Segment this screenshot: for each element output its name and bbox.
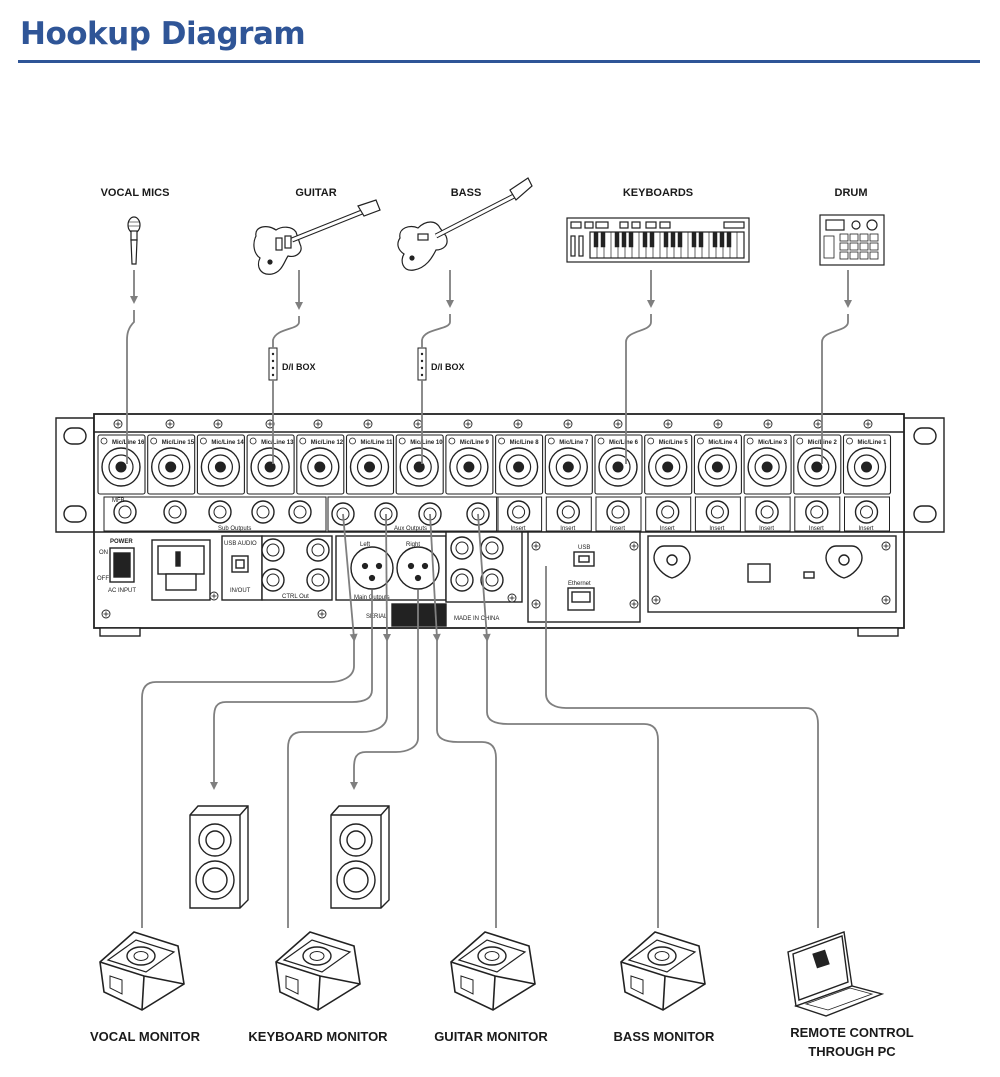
main-speaker-right-icon xyxy=(330,805,390,909)
cable-di-to-ch10 xyxy=(421,314,451,464)
off-label: OFF xyxy=(97,576,109,582)
dest-label-remote-control: REMOTE CONTROL xyxy=(790,1025,914,1040)
channel-label: Mic/Line 14 xyxy=(211,440,244,446)
title-rule xyxy=(18,60,980,63)
channel-label: Mic/Line 7 xyxy=(559,440,589,446)
cable-main-left-speaker xyxy=(210,590,373,790)
page-title: Hookup Diagram xyxy=(20,16,306,52)
insert-label: Insert xyxy=(809,526,824,532)
channel-label: Mic/Line 6 xyxy=(609,440,639,446)
keyboard-icon xyxy=(566,217,750,263)
laptop-icon xyxy=(787,931,885,1017)
main-speaker-left-icon xyxy=(189,805,249,909)
phones-label: MFB xyxy=(112,498,125,504)
channel-label: Mic/Line 11 xyxy=(361,440,394,446)
main-right-label: Right xyxy=(406,542,420,548)
source-label-drum: DRUM xyxy=(835,187,868,199)
floor-monitor-icon xyxy=(99,931,185,1011)
aux-outputs-label: Aux Outputs xyxy=(394,526,427,532)
insert-label: Insert xyxy=(610,526,625,532)
in-out-label: IN/OUT xyxy=(230,588,251,594)
di-box-label-bass: D/I BOX xyxy=(431,362,465,372)
dest-label-through-pc: THROUGH PC xyxy=(808,1044,896,1059)
cable-di-to-ch13 xyxy=(272,316,300,464)
channel-label: Mic/Line 10 xyxy=(410,440,443,446)
made-in-label: MADE IN CHINA xyxy=(454,616,499,622)
serial-label: SERIAL xyxy=(366,614,388,620)
main-left-label: Left xyxy=(360,542,370,548)
cable-guitar-monitor xyxy=(436,640,497,928)
usb-audio-label: USB AUDIO xyxy=(224,541,257,547)
source-label-keyboards: KEYBOARDS xyxy=(623,187,693,199)
insert-label: Insert xyxy=(859,526,874,532)
channel-label: Mic/Line 13 xyxy=(261,440,294,446)
channel-label: Mic/Line 4 xyxy=(708,440,738,446)
cable-bass-monitor xyxy=(486,640,659,928)
channel-label: Mic/Line 9 xyxy=(460,440,490,446)
mixer-rear-panel xyxy=(55,413,945,637)
cable-aux4-down xyxy=(342,513,358,642)
source-label-bass: BASS xyxy=(451,187,482,199)
cable-drum-to-ch2 xyxy=(821,314,849,464)
ctrl-out-label: CTRL Out xyxy=(282,594,309,600)
sub-outputs-label: Sub Outputs xyxy=(218,526,251,532)
di-box-guitar xyxy=(268,347,278,381)
cable-main-right-speaker xyxy=(350,590,419,790)
insert-label: Insert xyxy=(560,526,575,532)
channel-label: Mic/Line 15 xyxy=(162,440,195,446)
channel-label: Mic/Line 12 xyxy=(311,440,344,446)
channel-label: Mic/Line 1 xyxy=(858,440,888,446)
power-label: POWER xyxy=(110,539,133,545)
floor-monitor-icon xyxy=(275,931,361,1011)
dest-label-vocal-monitor: VOCAL MONITOR xyxy=(90,1029,201,1044)
cable-keyboards-to-ch6 xyxy=(625,314,652,464)
mixer-printed-labels: Mic/Line 16 Mic/Line 15 Mic/Line 14 Mic/Lin… xyxy=(97,440,887,622)
floor-monitor-icon xyxy=(620,931,706,1011)
cable-lines xyxy=(126,270,852,928)
di-box-label-guitar: D/I BOX xyxy=(282,362,316,372)
dest-label-keyboard-monitor: KEYBOARD MONITOR xyxy=(248,1029,388,1044)
di-box-bass xyxy=(417,347,427,381)
insert-label: Insert xyxy=(709,526,724,532)
channel-label: Mic/Line 3 xyxy=(758,440,788,446)
channel-label: Mic/Line 16 xyxy=(112,440,145,446)
source-label-vocal-mics: VOCAL MICS xyxy=(101,187,170,199)
on-label: ON xyxy=(99,550,108,556)
microphone-icon xyxy=(127,216,141,265)
cable-keyboard-monitor xyxy=(287,640,388,928)
cable-vocal-mics-to-ch16 xyxy=(126,310,135,464)
ac-input-label: AC INPUT xyxy=(108,588,136,594)
usb-label: USB xyxy=(578,545,590,551)
drum-machine-icon xyxy=(819,214,885,266)
channel-label: Mic/Line 8 xyxy=(510,440,540,446)
cable-aux3-down xyxy=(382,513,391,642)
bass-guitar-icon xyxy=(397,177,533,271)
insert-label: Insert xyxy=(660,526,675,532)
cable-aux2-down xyxy=(429,513,441,642)
source-label-guitar: GUITAR xyxy=(295,187,336,199)
channel-label: Mic/Line 5 xyxy=(659,440,689,446)
guitar-icon xyxy=(253,199,381,275)
dest-label-guitar-monitor: GUITAR MONITOR xyxy=(434,1029,548,1044)
cable-pc-remote xyxy=(545,566,819,928)
ethernet-label: Ethernet xyxy=(568,581,591,587)
insert-label: Insert xyxy=(511,526,526,532)
cable-aux1-down xyxy=(477,513,491,642)
insert-label: Insert xyxy=(759,526,774,532)
dest-label-bass-monitor: BASS MONITOR xyxy=(614,1029,715,1044)
cable-vocal-monitor xyxy=(141,640,355,928)
floor-monitor-icon xyxy=(450,931,536,1011)
